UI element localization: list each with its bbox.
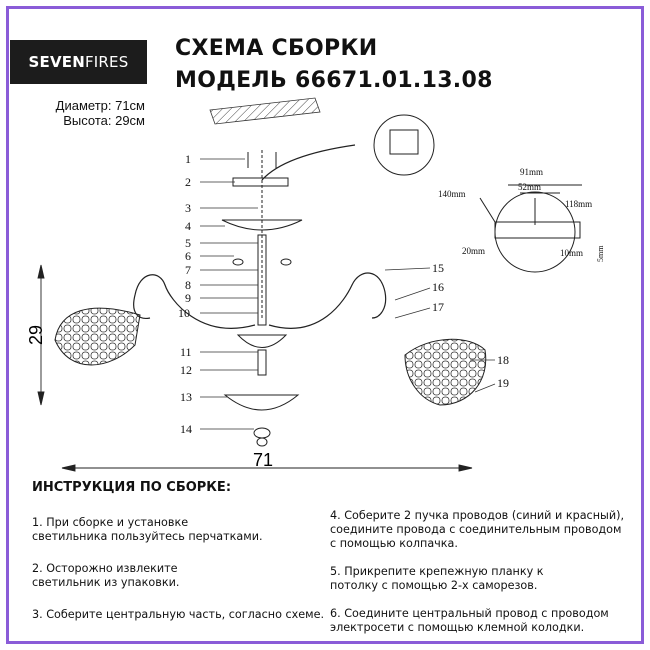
instruction-line: соедините провода с соединительным прово… xyxy=(330,523,622,536)
instruction-step: 3. Соберите центральную часть, согласно … xyxy=(32,608,325,622)
part-number: 18 xyxy=(497,353,509,367)
brand-logo-part1: SEVEN xyxy=(28,53,85,71)
part-number: 17 xyxy=(432,300,444,314)
diameter-label: Диаметр: 71см xyxy=(55,98,145,113)
instructions-right-column: 4. Соберите 2 пучка проводов (синий и кр… xyxy=(330,509,630,635)
width-dimension: 71 xyxy=(253,450,273,470)
detail-118-label: 118mm xyxy=(565,199,592,209)
ceiling-hatch xyxy=(209,97,321,125)
detail-52-label: 52mm xyxy=(518,182,541,192)
page-frame xyxy=(6,6,644,644)
detail-10-label: 10mm xyxy=(560,248,583,258)
height-dimension: 29 xyxy=(26,325,46,345)
wire-detail xyxy=(373,114,435,176)
lamp-shades xyxy=(54,307,487,406)
right-leader-lines xyxy=(384,267,496,393)
mounting-plate-detail xyxy=(479,184,582,273)
left-leader-lines xyxy=(200,158,258,430)
instruction-line: 4. Соберите 2 пучка проводов (синий и кр… xyxy=(330,509,625,522)
instruction-step: 2. Осторожно извлеките светильник из упа… xyxy=(32,562,322,590)
part-number: 19 xyxy=(497,376,509,390)
brand-logo-part2: FIRES xyxy=(84,53,129,71)
instruction-line: 2. Осторожно извлеките xyxy=(32,562,178,575)
part-number: 7 xyxy=(185,263,191,277)
part-number: 9 xyxy=(185,291,191,305)
height-label: Высота: 29см xyxy=(63,113,145,128)
instruction-line: светильник из упаковки. xyxy=(32,576,180,589)
lamp-arms xyxy=(133,144,387,329)
instruction-line: потолку с помощью 2-х саморезов. xyxy=(330,579,538,592)
instructions-heading: ИНСТРУКЦИЯ ПО СБОРКЕ: xyxy=(32,480,232,495)
left-part-labels: 1 2 3 4 5 6 7 8 9 10 11 12 13 14 xyxy=(178,152,192,436)
page-title: СХЕМА СБОРКИ xyxy=(175,36,378,61)
dimension-lines xyxy=(37,264,473,472)
detail-20-label: 20mm xyxy=(462,246,485,256)
part-number: 6 xyxy=(185,249,191,263)
part-number: 14 xyxy=(180,422,192,436)
part-number: 11 xyxy=(180,345,192,359)
part-number: 4 xyxy=(185,219,191,233)
model-title: МОДЕЛЬ 66671.01.13.08 xyxy=(175,68,493,93)
part-number: 13 xyxy=(180,390,192,404)
part-number: 1 xyxy=(185,152,191,166)
instructions-left-column: 1. При сборке и установке светильника по… xyxy=(32,516,325,622)
instruction-line: светильника пользуйтесь перчатками. xyxy=(32,530,263,543)
instruction-step: 6. Соедините центральный провод с провод… xyxy=(330,607,630,635)
part-number: 3 xyxy=(185,201,191,215)
instruction-line: 3. Соберите центральную часть, согласно … xyxy=(32,608,325,621)
part-number: 8 xyxy=(185,278,191,292)
instruction-line: с помощью колпачка. xyxy=(330,537,458,550)
instruction-line: 1. При сборке и установке xyxy=(32,516,189,529)
right-part-labels: 15 16 17 18 19 xyxy=(432,261,509,390)
detail-91-label: 91mm xyxy=(520,167,543,177)
part-number: 16 xyxy=(432,280,444,294)
instruction-line: электросети с помощью клемной колодки. xyxy=(330,621,585,634)
part-number: 12 xyxy=(180,363,192,377)
part-number: 15 xyxy=(432,261,444,275)
detail-measurements: 140mm 91mm 52mm 118mm 20mm 10mm 5mm xyxy=(438,167,605,262)
instruction-step: 5. Прикрепите крепежную планку к потолку… xyxy=(330,565,630,593)
detail-5-label: 5mm xyxy=(596,245,605,262)
part-number: 2 xyxy=(185,175,191,189)
instruction-line: 6. Соедините центральный провод с провод… xyxy=(330,607,609,620)
detail-dia-label: 140mm xyxy=(438,189,466,199)
central-column xyxy=(221,150,303,447)
instruction-line: 5. Прикрепите крепежную планку к xyxy=(330,565,544,578)
instruction-step: 1. При сборке и установке светильника по… xyxy=(32,516,322,544)
part-number: 10 xyxy=(178,306,190,320)
dimensions: Диаметр: 71см Высота: 29см xyxy=(40,98,145,128)
part-number: 5 xyxy=(185,236,191,250)
instruction-step: 4. Соберите 2 пучка проводов (синий и кр… xyxy=(330,509,630,551)
